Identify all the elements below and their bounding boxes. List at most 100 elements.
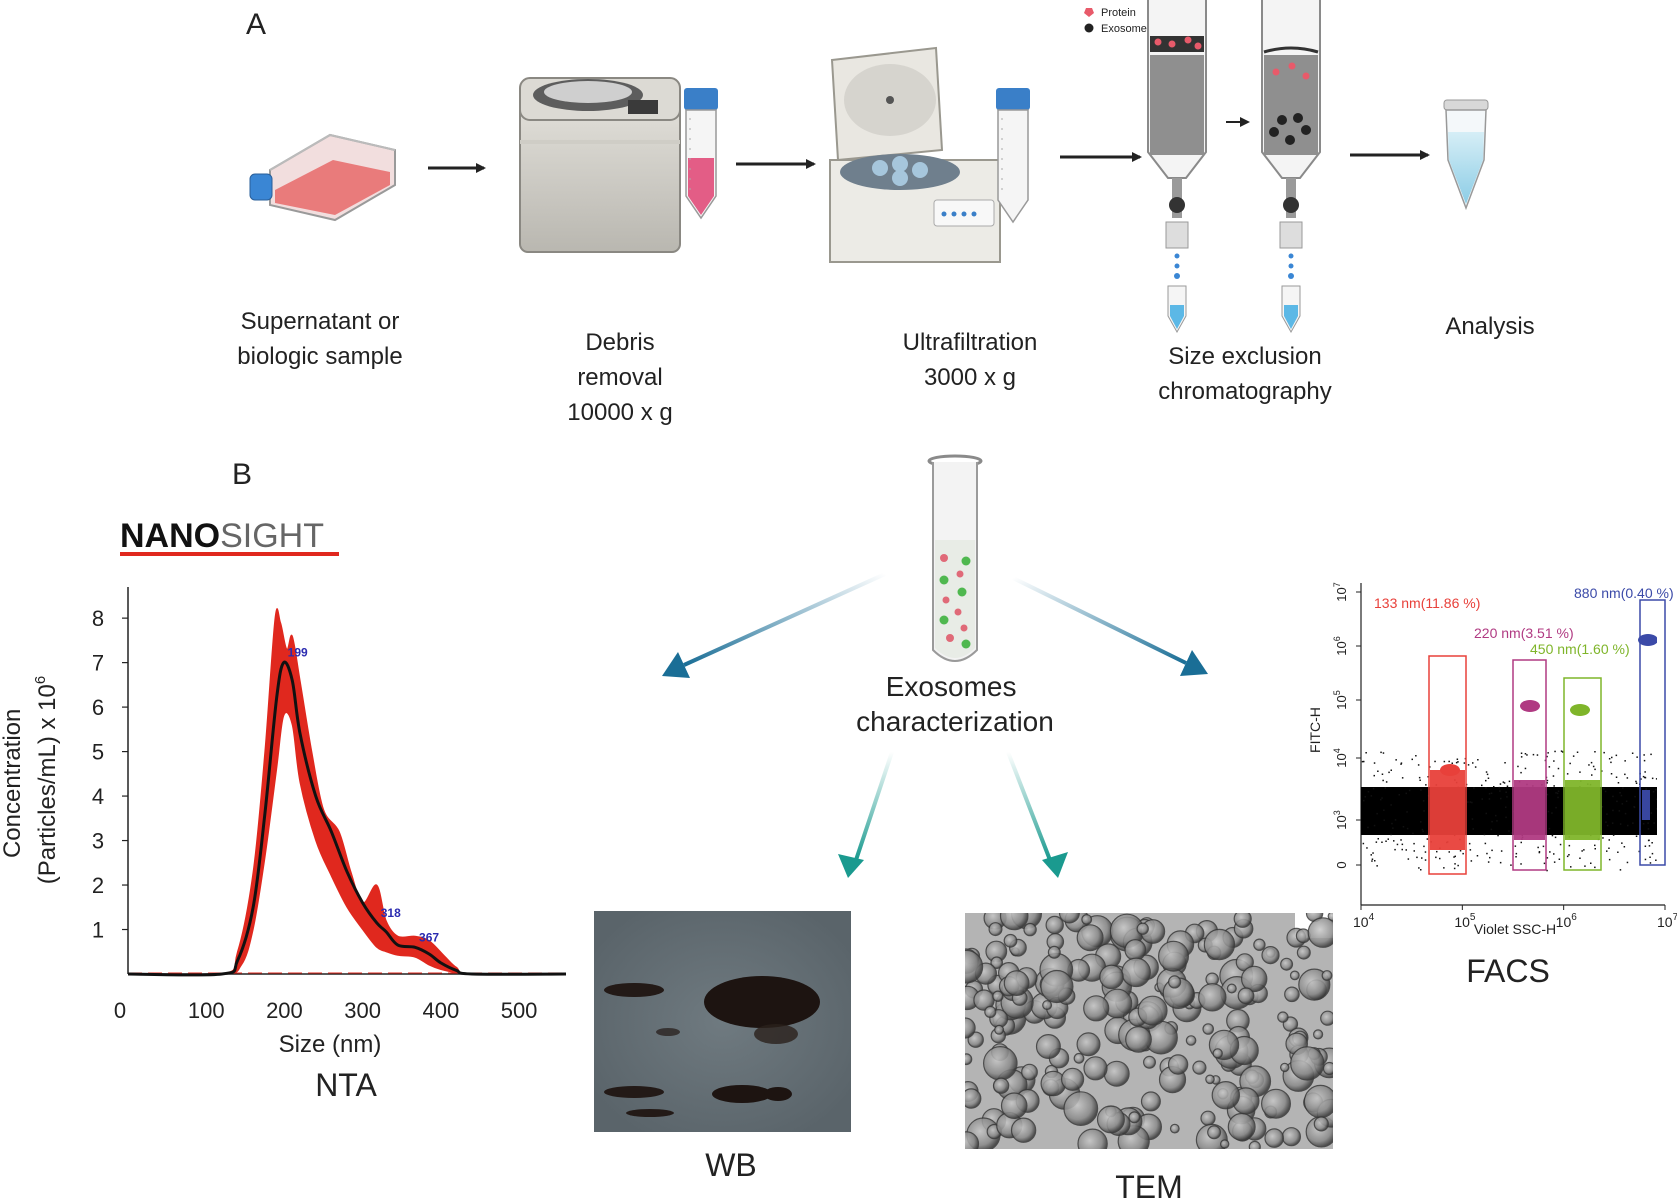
nta-peak-label: 318 xyxy=(381,906,401,920)
facs-event xyxy=(1658,791,1660,793)
tem-vesicle xyxy=(1280,957,1294,971)
tem-vesicle xyxy=(1198,983,1227,1012)
tem-vesicle xyxy=(1322,1061,1333,1076)
facs-event xyxy=(1520,863,1522,865)
facs-event xyxy=(1548,766,1551,768)
facs-event xyxy=(1385,840,1387,842)
tem-vesicle xyxy=(965,1131,980,1149)
facs-event xyxy=(1552,775,1555,777)
tem-vesicle xyxy=(1000,1092,1028,1119)
tem-vesicle xyxy=(1212,1048,1223,1059)
facs-event xyxy=(1490,828,1493,831)
facs-event xyxy=(1594,751,1596,753)
tem-vesicle xyxy=(1136,922,1149,935)
step-label-line: Debris xyxy=(585,329,655,356)
tem-vesicle xyxy=(1077,1128,1108,1149)
facs-event xyxy=(1371,860,1373,862)
facs-gate-label: 450 nm(1.60 %) xyxy=(1530,641,1630,657)
tem-vesicle xyxy=(1047,945,1061,959)
tem-vesicle xyxy=(1081,914,1093,925)
facs-event xyxy=(1594,844,1596,847)
tem-vesicle xyxy=(1260,1088,1291,1119)
facs-event xyxy=(1515,856,1517,858)
facs-event xyxy=(1645,788,1647,790)
tem-vesicle xyxy=(1185,1035,1197,1046)
step-label-debris-removal: Debris removal 10000 x g xyxy=(520,325,720,430)
facs-event xyxy=(1608,839,1610,841)
facs-event xyxy=(1393,840,1395,842)
facs-event xyxy=(1615,754,1618,757)
facs-event xyxy=(1553,853,1555,855)
facs-event xyxy=(1366,847,1368,849)
facs-event xyxy=(1644,858,1647,861)
facs-event xyxy=(1380,798,1382,801)
tem-vesicle xyxy=(965,1088,982,1109)
facs-event xyxy=(1427,776,1429,778)
exosomes-characterization-label: Exosomes characterization xyxy=(856,671,1054,737)
tem-vesicle xyxy=(1096,1105,1125,1134)
facs-event xyxy=(1514,845,1517,847)
facs-event xyxy=(1454,863,1456,865)
tem-vesicle xyxy=(965,1017,976,1039)
tem-vesicle xyxy=(1233,913,1252,928)
facs-event xyxy=(1546,782,1548,784)
facs-event xyxy=(1382,779,1384,782)
facs-event xyxy=(1566,855,1569,858)
facs-event xyxy=(1584,865,1586,867)
wb-method-label: WB xyxy=(705,1147,757,1183)
center-label-line1: Exosomes xyxy=(886,671,1017,702)
tem-vesicle xyxy=(988,922,1003,937)
facs-event xyxy=(1468,842,1471,845)
facs-event xyxy=(1417,764,1420,766)
facs-event xyxy=(1579,771,1581,773)
facs-event xyxy=(1496,820,1498,822)
facs-event xyxy=(1420,821,1422,823)
facs-event xyxy=(1653,822,1655,824)
facs-event xyxy=(1487,777,1490,779)
facs-event xyxy=(1413,850,1415,852)
tem-vesicle xyxy=(1142,1055,1156,1069)
nta-peak-label: 199 xyxy=(288,646,308,660)
facs-event xyxy=(1603,788,1605,790)
tem-vesicle xyxy=(1042,1000,1053,1011)
facs-event xyxy=(1592,765,1595,768)
facs-event xyxy=(1477,759,1479,761)
tem-vesicle xyxy=(1303,1084,1333,1119)
facs-gate-label: 220 nm(3.51 %) xyxy=(1474,625,1574,641)
facs-event xyxy=(1402,826,1405,828)
facs-event xyxy=(1408,789,1411,792)
facs-event xyxy=(1647,839,1650,842)
facs-event xyxy=(1448,851,1450,853)
facs-event xyxy=(1619,869,1622,871)
facs-event xyxy=(1594,848,1596,850)
facs-event xyxy=(1517,765,1519,768)
facs-event xyxy=(1435,856,1437,859)
facs-event xyxy=(1546,793,1549,796)
facs-event xyxy=(1554,750,1556,753)
protein-legend-label: Protein xyxy=(1101,7,1136,19)
facs-event xyxy=(1421,857,1423,859)
tem-vesicle xyxy=(1320,1010,1333,1026)
step-label-line: Supernatant or xyxy=(240,308,400,335)
facs-event xyxy=(1505,816,1507,819)
facs-event xyxy=(1427,833,1429,835)
facs-event xyxy=(1660,763,1662,765)
facs-event xyxy=(1457,761,1459,763)
nta-x-tick-label: 400 xyxy=(422,998,459,1023)
nta-y-tick-label: 3 xyxy=(92,829,104,854)
facs-event xyxy=(1448,760,1450,763)
tem-vesicle xyxy=(982,1046,1018,1081)
facs-event xyxy=(1490,792,1493,794)
nta-x-tick-label: 300 xyxy=(344,998,381,1023)
facs-event xyxy=(1634,795,1636,798)
facs-event xyxy=(1644,776,1646,779)
facs-event xyxy=(1612,809,1614,812)
facs-event xyxy=(1485,812,1487,815)
facs-event xyxy=(1608,858,1611,861)
facs-event xyxy=(1504,762,1506,764)
tem-vesicle xyxy=(1003,933,1018,948)
facs-event xyxy=(1537,846,1539,849)
facs-event xyxy=(1400,763,1402,765)
facs-event xyxy=(1362,842,1365,845)
tem-vesicle xyxy=(992,1077,1010,1094)
